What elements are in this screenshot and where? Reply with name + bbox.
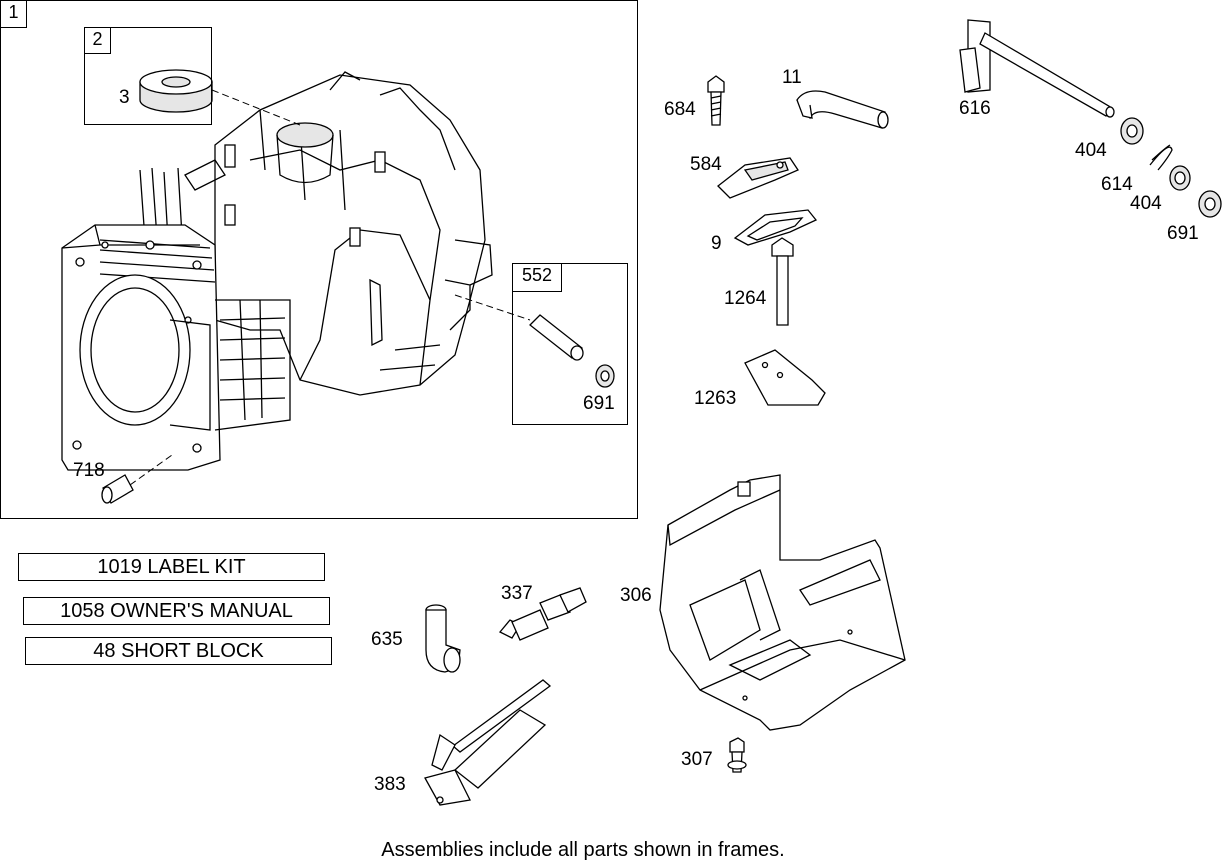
- part-307-screw-drawing: [727, 737, 747, 773]
- callout-404-lower: 404: [1130, 193, 1162, 214]
- callout-3: 3: [119, 87, 130, 108]
- part-3-seal-drawing: [139, 69, 213, 113]
- assembly-frame-552: [512, 263, 628, 425]
- part-552-contents-drawing: [529, 314, 615, 388]
- callout-307: 307: [681, 749, 713, 770]
- callout-614: 614: [1101, 174, 1133, 195]
- frame-tag-2: 2: [84, 27, 111, 54]
- frame-tag-552: 552: [512, 263, 562, 292]
- part-383-wrench-drawing: [424, 679, 552, 806]
- callout-718: 718: [73, 460, 105, 481]
- callout-691-right: 691: [1167, 223, 1199, 244]
- callout-337: 337: [501, 583, 533, 604]
- part-616-shaft-drawing: [959, 19, 1115, 118]
- callout-635: 635: [371, 629, 403, 650]
- part-584-cover-drawing: [717, 157, 799, 199]
- washers-drawing: [1120, 117, 1222, 218]
- assembly-frame-2: [84, 27, 212, 125]
- frame-tag-1: 1: [0, 0, 27, 28]
- part-1264-bolt-drawing: [771, 237, 794, 326]
- callout-383: 383: [374, 774, 406, 795]
- part-306-shroud-drawing: [659, 474, 906, 731]
- kit-owners-manual: 1058 OWNER'S MANUAL: [23, 597, 330, 625]
- part-718-dowel-drawing: [101, 474, 134, 504]
- kit-short-block: 48 SHORT BLOCK: [25, 637, 332, 665]
- kit-label-kit: 1019 LABEL KIT: [18, 553, 325, 581]
- callout-1263: 1263: [694, 388, 737, 409]
- callout-1264: 1264: [724, 288, 767, 309]
- part-337-spark-plug-drawing: [498, 587, 587, 641]
- part-684-bolt-drawing: [707, 75, 725, 126]
- assembly-frame-1: [0, 0, 638, 519]
- part-635-boot-drawing: [425, 604, 461, 673]
- cylinder-block-drawing: [61, 71, 493, 471]
- callout-11: 11: [782, 67, 802, 88]
- callout-584: 584: [690, 154, 722, 175]
- part-1263-plate-drawing: [744, 349, 826, 406]
- callout-9: 9: [711, 233, 722, 254]
- part-9-gasket-drawing: [733, 209, 818, 246]
- part-11-tube-drawing: [796, 90, 889, 129]
- footer-caption: Assemblies include all parts shown in fr…: [381, 839, 785, 861]
- callout-691: 691: [583, 393, 615, 414]
- callout-616: 616: [959, 98, 991, 119]
- callout-684: 684: [664, 99, 696, 120]
- callout-306: 306: [620, 585, 652, 606]
- callout-404-upper: 404: [1075, 140, 1107, 161]
